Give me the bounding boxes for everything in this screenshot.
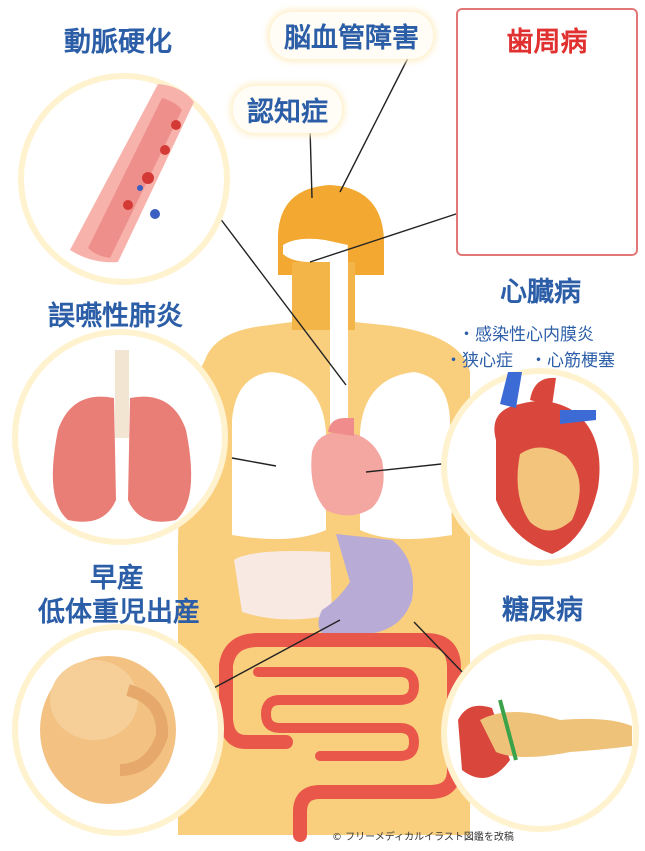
heart-sub-endocarditis: ・感染性心内膜炎 [458, 320, 594, 345]
label-low-birth-weight: 低体重児出産 [38, 598, 200, 628]
heart-circle [444, 371, 636, 563]
periodontal-box: 歯周病 [456, 8, 638, 256]
airway [330, 250, 348, 430]
label-diabetes: 糖尿病 [502, 596, 583, 626]
artery-circle [21, 76, 227, 282]
label-premature: 早産 [90, 564, 144, 594]
label-heart-disease: 心臓病 [500, 278, 581, 308]
label-pneumonia: 誤嚥性肺炎 [48, 302, 183, 332]
label-dementia: 認知症 [233, 86, 342, 133]
fetus-circle [15, 627, 221, 833]
pancreas-circle [444, 637, 636, 829]
label-periodontal: 歯周病 [458, 20, 636, 59]
label-arteriosclerosis: 動脈硬化 [64, 28, 172, 58]
label-stroke: 脳血管障害 [270, 12, 433, 59]
lungs-circle [15, 332, 225, 542]
credit-text: © フリーメディカルイラスト図鑑を改稿 [332, 828, 514, 843]
heart-sub-angina-infarction: ・狭心症 ・心筋梗塞 [445, 346, 615, 371]
liver [234, 551, 332, 619]
